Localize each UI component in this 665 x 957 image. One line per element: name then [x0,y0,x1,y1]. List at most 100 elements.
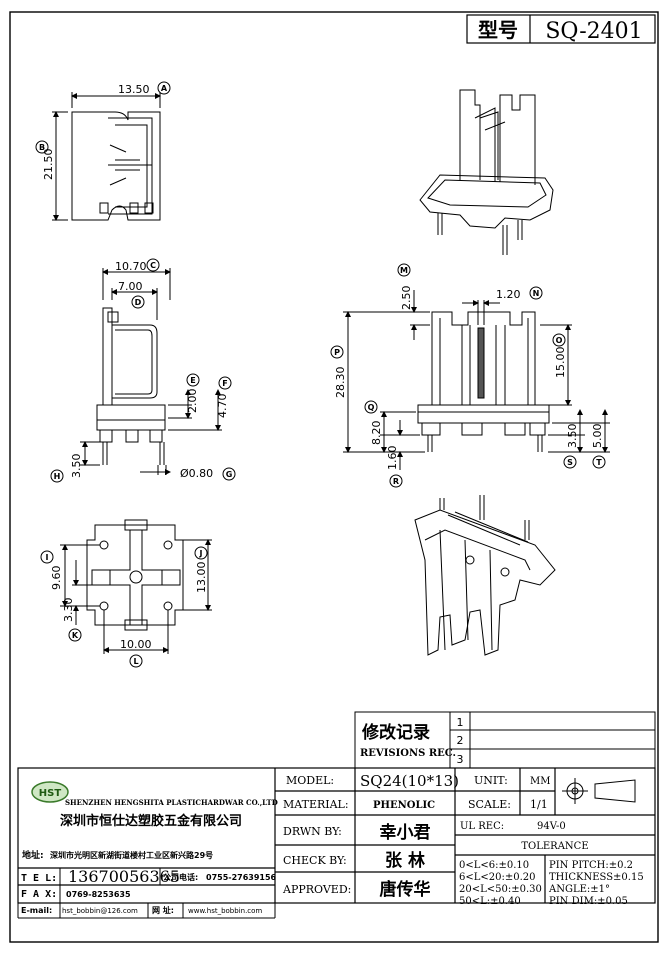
drawn-field-label: DRWN BY: [283,825,342,838]
dim-h-value: 3.50 [70,454,83,479]
svg-text:J: J [199,549,203,558]
check-field-value: 张 林 [385,850,425,871]
dim-o-value: 15.00 [554,347,567,379]
dim-b-value: 21.50 [42,149,55,181]
sheet-border [9,11,659,943]
title-block [17,767,656,904]
side-view [80,268,222,475]
fax-value: 0769-8253635 [66,890,131,899]
spec-angle: ANGLE:±1° [548,884,610,895]
fax-label: F A X: [21,889,57,900]
material-field-value: PHENOLIC [373,800,435,811]
svg-text:R: R [393,477,399,486]
svg-text:Q: Q [368,403,375,412]
scale-field-value: 1/1 [530,798,548,811]
dim-j-value: 13.00 [195,562,208,594]
svg-text:S: S [567,458,573,467]
dim-p-value: 28.30 [334,367,347,399]
dim-f-value: 4.70 [216,394,229,419]
dim-t-value: 5.00 [591,424,604,449]
company-logo: HST [31,781,69,803]
svg-text:L: L [133,657,138,666]
svg-text:D: D [135,298,142,307]
dim-s-value: 3.50 [566,424,579,449]
svg-text:H: H [54,472,61,481]
check-field-label: CHECK BY: [283,854,347,867]
svg-text:E: E [190,376,195,385]
spec-pin-dim: PIN DIM:±0.05 [549,896,628,907]
unit-field-label: UNIT: [474,774,508,787]
approved-field-value: 唐传华 [380,879,431,900]
tel-value: 13670056365 [68,867,180,886]
svg-text:B: B [39,143,45,152]
svg-text:O: O [556,336,563,345]
material-field-label: MATERIAL: [283,798,349,811]
iso-view-top [419,89,554,255]
tolerance-row-2: 6<L<20:±0.20 [459,872,536,883]
revision-mark-1: 1 [457,716,464,729]
scale-field-label: SCALE: [468,798,511,811]
tolerance-row-1: 0<L<6:±0.10 [459,860,529,871]
company-address: 深圳市光明区新湖街道楼村工业区新兴路29号 [50,850,213,860]
dim-q-value: 8.20 [370,421,383,446]
svg-text:HST: HST [39,788,62,799]
iso-view-bottom [414,495,556,656]
top-view [52,92,161,221]
tolerance-label: TOLERANCE [521,841,588,852]
model-field-label: MODEL: [286,774,334,787]
bottom-view [60,519,212,654]
web-value: www.hst_bobbin.com [188,907,262,915]
company-name-cn: 深圳市恒仕达塑胶五金有限公司 [60,813,242,829]
approved-field-label: APPROVED: [282,883,351,896]
drawn-field-value: 幸小君 [380,822,431,843]
dim-l-value: 10.00 [120,638,152,651]
dim-c-value: 10.70 [115,260,147,273]
svg-text:F: F [222,379,227,388]
email-value: hst_bobbin@126.com [62,907,138,915]
email-label: E-mail: [21,906,52,915]
dim-e-value: 2.00 [186,389,199,414]
spec-pin-pitch: PIN PITCH:±0.2 [549,860,633,871]
svg-text:K: K [72,631,79,640]
projection-symbol [562,778,636,804]
company-name-en: SHENZHEN HENGSHITA PLASTICHARDWAR CO.,LT… [65,798,278,807]
dim-k-value: 3.30 [62,598,75,623]
svg-text:M: M [400,266,408,275]
spec-thickness: THICKNESS±0.15 [549,872,644,883]
revisions-title: 修改记录 [361,722,430,743]
revision-mark-2: 2 [457,734,464,747]
web-label: 网 址: [152,905,174,915]
tel-label: T E L: [21,873,57,884]
dim-a-value: 13.50 [118,83,150,96]
dim-g-value: Ø0.80 [180,467,213,480]
dimension-letter-tags: A B C D E F G H I J K L M N O P Q R S T [35,81,606,668]
svg-text:A: A [161,84,168,93]
svg-text:G: G [226,470,233,479]
tolerance-row-4: 50<L:±0.40 [459,896,521,907]
svg-text:N: N [533,289,540,298]
model-field-value: SQ24(10*13) [360,772,459,790]
svg-text:P: P [334,348,340,357]
ul-field-value: 94V-0 [537,821,566,832]
dim-d-value: 7.00 [118,280,143,293]
svg-text:T: T [596,458,602,467]
ul-field-label: UL REC: [460,821,504,832]
dim-m-value: 2.50 [400,286,413,311]
front-view [343,290,610,470]
model-number: SQ-2401 [545,19,642,44]
dim-i-value: 9.60 [50,566,63,591]
svg-text:C: C [150,261,156,270]
office-tel-label: 公司电话: [163,872,198,882]
revision-mark-3: 3 [457,753,464,766]
company-address-label: 地址: [22,849,44,861]
revisions-subtitle: REVISIONS REC. [360,748,456,759]
model-label: 型号 [478,18,518,42]
svg-text:I: I [46,553,49,562]
model-header: 型号 SQ-2401 [466,14,656,44]
dim-n-value: 1.20 [496,288,521,301]
tolerance-row-3: 20<L<50:±0.30 [459,884,542,895]
unit-field-value: MM [530,776,550,787]
office-tel-value: 0755-27639156 [206,873,277,882]
dim-r-value: 1.60 [386,446,399,471]
